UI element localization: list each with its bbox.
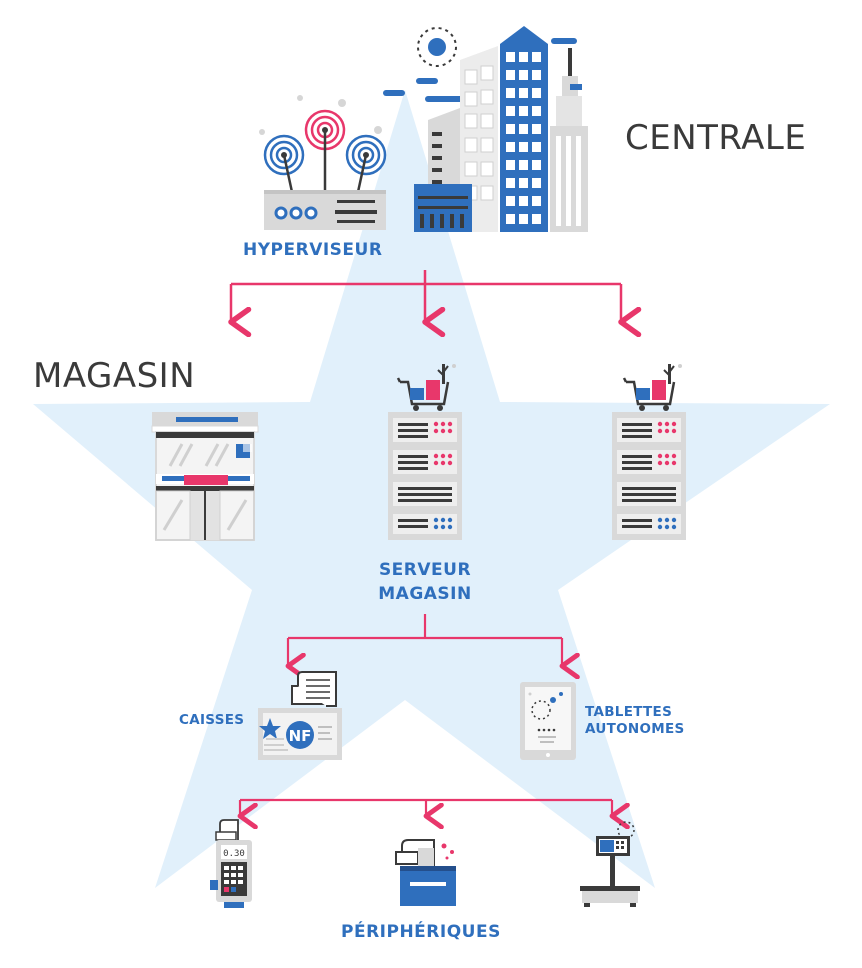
serveur-magasin-line2: MAGASIN (378, 584, 472, 604)
hypervisor-router-icon (259, 95, 387, 230)
storefront-icon (151, 412, 259, 541)
serveur-magasin-label: SERVEUR MAGASIN (345, 558, 505, 606)
server-rack-icon (612, 412, 686, 540)
weighing-scale-icon (580, 821, 640, 907)
tablettes-line1: TABLETTES (585, 704, 673, 720)
shopping-cart-icon (396, 364, 456, 411)
arrows-to-peripherals (240, 798, 612, 816)
caisses-label: CAISSES (179, 712, 245, 728)
serveur-magasin-line1: SERVEUR (378, 560, 472, 580)
tablet-icon (520, 682, 576, 760)
server-rack-icon (388, 412, 462, 540)
centrale-label: CENTRALE (625, 118, 807, 158)
cash-register-icon: NF (258, 671, 342, 760)
tablettes-autonomes-label: TABLETTES AUTONOMES (585, 704, 685, 738)
city-buildings-icon (383, 26, 588, 232)
tablettes-line2: AUTONOMES (585, 721, 685, 737)
hyperviseur-label: HYPERVISEUR (243, 240, 383, 260)
nf-badge-text: NF (289, 727, 312, 745)
shopping-cart-icon (622, 364, 682, 411)
arrows-to-terminals (288, 614, 562, 666)
peripheriques-label: PÉRIPHÉRIQUES (341, 922, 501, 942)
arrows-to-stores (231, 270, 621, 322)
receipt-printer-icon (395, 839, 456, 906)
receipt-amount-text: 0.30 (223, 849, 245, 859)
payment-terminal-icon: 0.30 (210, 819, 252, 908)
magasin-label: MAGASIN (33, 356, 196, 396)
